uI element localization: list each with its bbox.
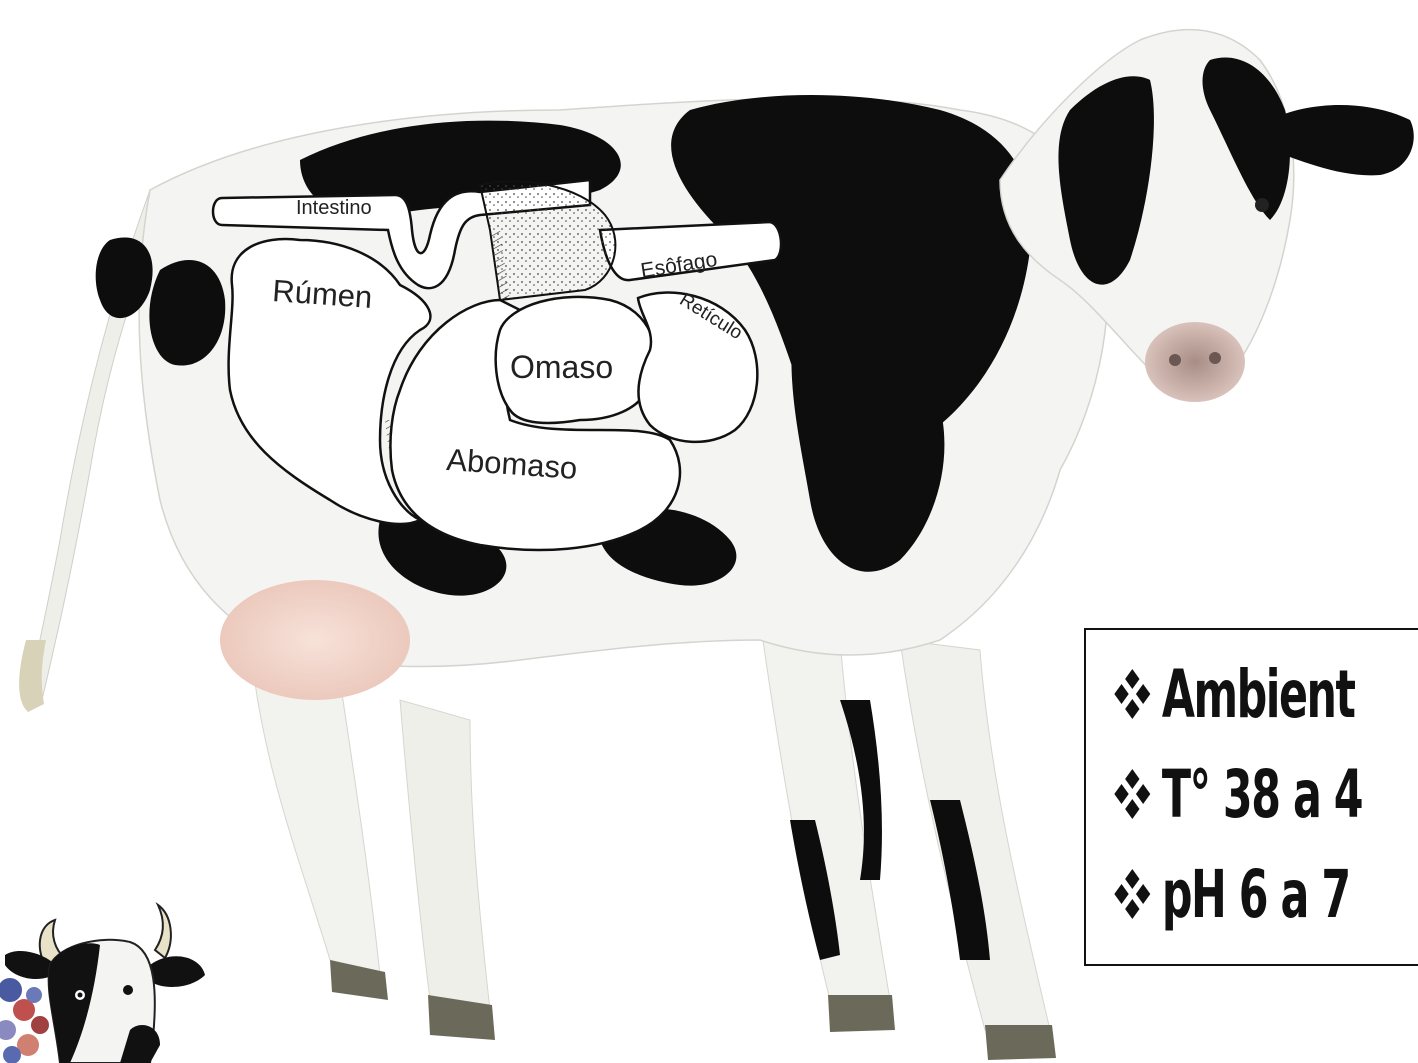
- cow-hind-leg-right: [400, 700, 490, 1010]
- info-line-text: T° 38 a 4: [1162, 756, 1362, 833]
- cow-hoof: [985, 1025, 1056, 1060]
- info-line-temperature: T° 38 a 4: [1110, 744, 1349, 844]
- organ-label-rumen: Rúmen: [271, 273, 373, 315]
- info-box: Ambient T° 38 a 4 pH 6 a 7: [1084, 628, 1418, 966]
- cow-nose: [1145, 322, 1245, 402]
- cow-hoof: [828, 995, 895, 1032]
- cartoon-cow-logo: [0, 905, 205, 1063]
- cow-eye: [1255, 198, 1269, 212]
- info-line-text: Ambient: [1162, 656, 1355, 733]
- molecule-cluster: [0, 978, 49, 1063]
- four-diamond-icon: [1110, 663, 1155, 725]
- cow-front-leg-right: [900, 640, 1050, 1030]
- four-diamond-icon: [1110, 763, 1155, 825]
- info-line-ph: pH 6 a 7: [1110, 844, 1349, 944]
- four-diamond-icon: [1110, 863, 1155, 925]
- organ-label-intestino: Intestino: [296, 197, 372, 219]
- info-line-environment: Ambient: [1110, 644, 1349, 744]
- info-line-text: pH 6 a 7: [1162, 856, 1350, 933]
- organ-label-omaso: Omaso: [510, 349, 613, 385]
- cow-udder: [220, 580, 410, 700]
